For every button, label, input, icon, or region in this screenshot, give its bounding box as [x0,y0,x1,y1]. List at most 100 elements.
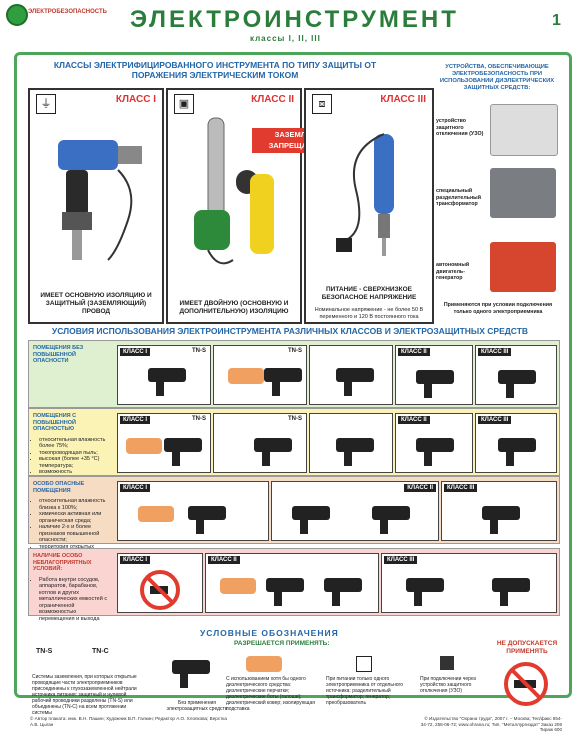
cell: КЛАСС III [381,553,557,613]
conditions-list: Работа внутри сосудов, аппаратов, бараба… [33,577,111,623]
list-item: токопроводящая пыль; [39,450,111,457]
row-very-dangerous: ОСОБО ОПАСНЫЕ ПОМЕЩЕНИЯ относительная вл… [28,476,560,556]
chainsaw-grinder-icon [194,117,274,265]
cell-class-tag: КЛАСС III [478,348,512,356]
cell-class-tag: КЛАСС I [120,348,151,356]
drill-icon [498,370,536,398]
cell-class-tag: КЛАСС III [384,556,418,564]
drill-icon [336,438,374,466]
generator-label: автономный двигатель-генератор [436,262,470,281]
drill-icon [164,438,202,466]
row-title: ОСОБО ОПАСНЫЕ ПОМЕЩЕНИЯ [33,481,85,494]
drill-icon [188,506,226,534]
list-item: Работа внутри сосудов, аппаратов, бараба… [39,577,111,623]
legend-tns: TN-S [36,648,53,655]
legend-tnc: TN-C [92,648,109,655]
cell: КЛАСС I [117,481,269,541]
drill-icon [498,438,536,466]
legend-uzo-text: При подключении через устройство защитно… [420,676,476,694]
cell: КЛАСС I TN-S [117,413,211,473]
page-number: 1 [552,12,561,29]
drill-icon [58,140,142,261]
low-voltage-icon: ⧈ [312,94,332,114]
cell: КЛАСС III [475,345,557,405]
cell-class-tag: КЛАСС II [208,556,240,564]
class-3-desc: ПИТАНИЕ - СВЕРХНИЗКОЕ БЕЗОПАСНОЕ НАПРЯЖЕ… [321,286,417,301]
cell-class-tag: КЛАСС III [478,416,512,424]
cell-tn-tag: TN-S [288,416,302,422]
footer-publisher: © Издательство "Охрана труда", 2007 г. –… [420,716,562,733]
brand-label: ЭЛЕКТРОБЕЗОПАСНОСТЬ [28,9,107,15]
drill-icon [416,370,454,398]
cell-class-tag: КЛАСС II [398,348,430,356]
legend-transformer-text: При питании только одного электроприемни… [326,676,403,706]
legend-dielectric-text: С использованием хотя бы одного диэлектр… [226,676,315,712]
drill-icon [336,368,374,396]
row-title: НАЛИЧИЕ ОСОБО НЕБЛАГОПРИЯТНЫХ УСЛОВИЙ: [33,553,92,572]
conditions-title: УСЛОВИЯ ИСПОЛЬЗОВАНИЯ ЭЛЕКТРОИНСТРУМЕНТА… [51,326,529,336]
legend-noprot-text: Без применения электрозащитных средств [166,700,228,712]
page-title: ЭЛЕКТРОИНСТРУМЕНТ [130,6,459,33]
glove-icon [228,368,264,384]
legend-drill-icon [172,660,210,688]
footer-authors: © Автор плаката: инж. В.Н. Пашин; Художн… [30,716,227,727]
prohibited-icon [140,570,180,610]
cell: КЛАСС III [475,413,557,473]
brand-logo-icon [6,4,28,26]
class-2-label: КЛАСС II [251,94,294,105]
drill-icon [372,506,410,534]
legend-forbidden: НЕ ДОПУСКАЕТСЯ ПРИМЕНЯТЬ [496,640,558,655]
legend-allowed: РАЗРЕШАЕТСЯ ПРИМЕНЯТЬ: [234,640,330,647]
double-insulation-icon: ▣ [174,94,194,114]
cell [309,345,393,405]
drill-icon [482,506,520,534]
list-item: относительная влажность более 75%; [39,437,111,450]
class-3-label: КЛАСС III [380,94,426,105]
uzo-symbol-icon [440,656,454,670]
cell-class-tag: КЛАСС I [120,556,151,564]
legend-glove-icon [246,656,282,672]
drill-icon [492,578,530,606]
header: ЭЛЕКТРОБЕЗОПАСНОСТЬ ЭЛЕКТРОИНСТРУМЕНТ кл… [0,0,577,48]
row-very-dangerous-label: ОСОБО ОПАСНЫЕ ПОМЕЩЕНИЯ относительная вл… [33,481,111,557]
row-title: ПОМЕЩЕНИЯ С ПОВЫШЕННОЙ ОПАСНОСТЬЮ [33,413,77,432]
uzo-device-icon [490,104,558,156]
cell-tn-tag: TN-S [192,416,206,422]
legend-title: УСЛОВНЫЕ ОБОЗНАЧЕНИЯ [200,628,339,638]
row-adverse: НАЛИЧИЕ ОСОБО НЕБЛАГОПРИЯТНЫХ УСЛОВИЙ: Р… [28,548,560,622]
uzo-label: устройство защитного отключения (УЗО) [436,118,484,137]
cell: КЛАСС III [441,481,557,541]
drill-icon [266,578,304,606]
drill-icon [416,438,454,466]
screwdriver-icon [336,133,394,256]
main-frame [14,52,572,698]
row-adverse-label: НАЛИЧИЕ ОСОБО НЕБЛАГОПРИЯТНЫХ УСЛОВИЙ: Р… [33,553,111,622]
forbidden-drill-icon [504,662,548,706]
drill-icon [406,578,444,606]
cell [309,413,393,473]
cell: КЛАСС II [395,345,473,405]
cell: КЛАСС II [205,553,379,613]
cell: КЛАСС I [117,553,203,613]
transformer-icon [490,168,556,218]
row-high-danger: ПОМЕЩЕНИЯ С ПОВЫШЕННОЙ ОПАСНОСТЬЮ относи… [28,408,560,508]
devices-title: УСТРОЙСТВА, ОБЕСПЕЧИВАЮЩИЕ ЭЛЕКТРОБЕЗОПА… [439,64,555,91]
row-normal: ПОМЕЩЕНИЯ БЕЗ ПОВЫШЕННОЙ ОПАСНОСТИ КЛАСС… [28,340,560,408]
cell-tn-tag: TN-S [288,348,302,354]
classes-title: КЛАССЫ ЭЛЕКТРИФИЦИРОВАННОГО ИНСТРУМЕНТА … [53,60,377,80]
cell-class-tag: КЛАСС I [120,484,151,492]
list-item: относительная влажность близка к 100%; [39,498,111,511]
cell: TN-S [213,413,307,473]
class-2-panel: ▣ КЛАСС II ИМЕЕТ ДВОЙНУЮ (ОСНОВНУЮ И ДОП… [166,88,302,324]
generator-icon [490,242,556,292]
transformer-label: специальный разделительный трансформатор [436,188,481,207]
glove-icon [220,578,256,594]
list-item: наличие 2-х и более признаков повышенной… [39,524,111,544]
drill-icon [148,368,186,396]
cell: КЛАСС II [395,413,473,473]
class-1-desc: ИМЕЕТ ОСНОВНУЮ ИЗОЛЯЦИЮ И ЗАЩИТНЫЙ (ЗАЗЕ… [40,292,152,315]
page-subtitle: классы I, II, III [250,34,321,43]
drill-icon [324,578,362,606]
class-3-voltage: Номинальное напряжение - не более 50 В п… [314,307,424,320]
